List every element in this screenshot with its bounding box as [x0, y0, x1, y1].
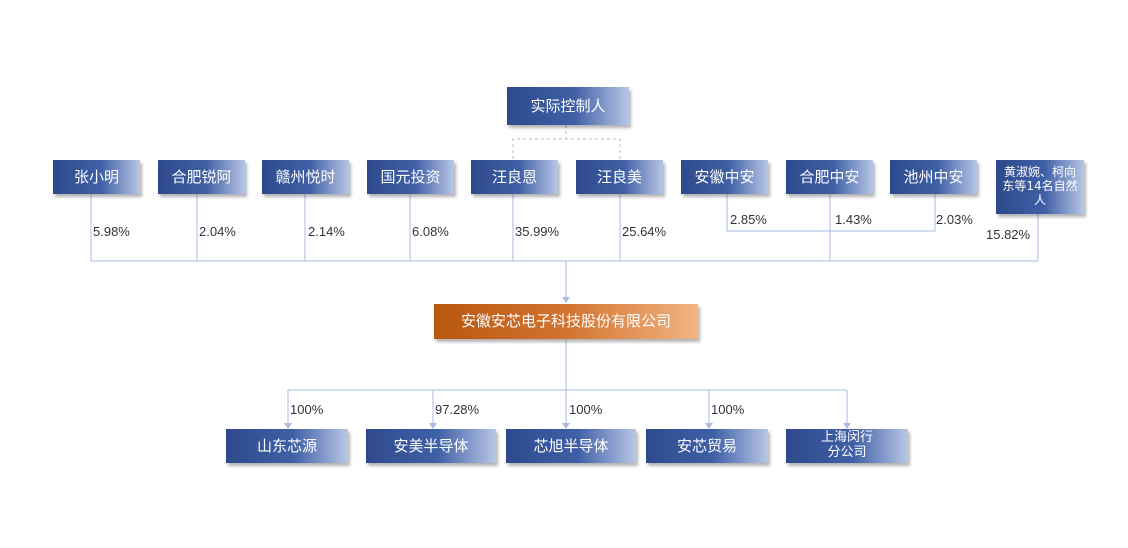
shareholder-box: 合肥中安	[786, 160, 873, 194]
subsidiary-box: 山东芯源	[226, 429, 348, 463]
shareholder-box: 国元投资	[367, 160, 454, 194]
subsidiary-pct-label: 97.28%	[435, 402, 480, 417]
shareholder-box-natural-persons: 黄淑婉、柯向东等14名自然人	[996, 160, 1084, 214]
shareholder-box: 赣州悦时	[262, 160, 349, 194]
shareholding-pct-label: 2.04%	[199, 224, 236, 239]
actual-controller-box: 实际控制人	[507, 87, 629, 125]
shareholding-pct-label: 2.14%	[308, 224, 345, 239]
subsidiary-box: 芯旭半导体	[506, 429, 636, 463]
shareholder-box: 安徽中安	[681, 160, 768, 194]
subsidiary-box: 安芯贸易	[646, 429, 768, 463]
subsidiary-box: 上海闵行分公司	[786, 429, 908, 463]
subsidiary-pct-label: 100%	[711, 402, 745, 417]
shareholder-box: 汪良美	[576, 160, 663, 194]
shareholding-pct-label: 5.98%	[93, 224, 130, 239]
shareholder-box: 汪良恩	[471, 160, 558, 194]
subsidiary-pct-label: 100%	[569, 402, 603, 417]
shareholding-pct-label: 15.82%	[986, 227, 1031, 242]
shareholding-pct-label: 1.43%	[835, 212, 872, 227]
shareholder-box: 合肥锐阿	[158, 160, 245, 194]
shareholding-pct-label: 25.64%	[622, 224, 667, 239]
company-box: 安徽安芯电子科技股份有限公司	[434, 304, 698, 339]
shareholding-pct-label: 2.85%	[730, 212, 767, 227]
shareholding-pct-label: 2.03%	[936, 212, 973, 227]
subsidiary-pct-label: 100%	[290, 402, 324, 417]
shareholding-pct-label: 6.08%	[412, 224, 449, 239]
shareholder-box: 张小明	[53, 160, 140, 194]
subsidiary-box: 安美半导体	[366, 429, 496, 463]
shareholder-box: 池州中安	[890, 160, 977, 194]
shareholding-pct-label: 35.99%	[515, 224, 560, 239]
